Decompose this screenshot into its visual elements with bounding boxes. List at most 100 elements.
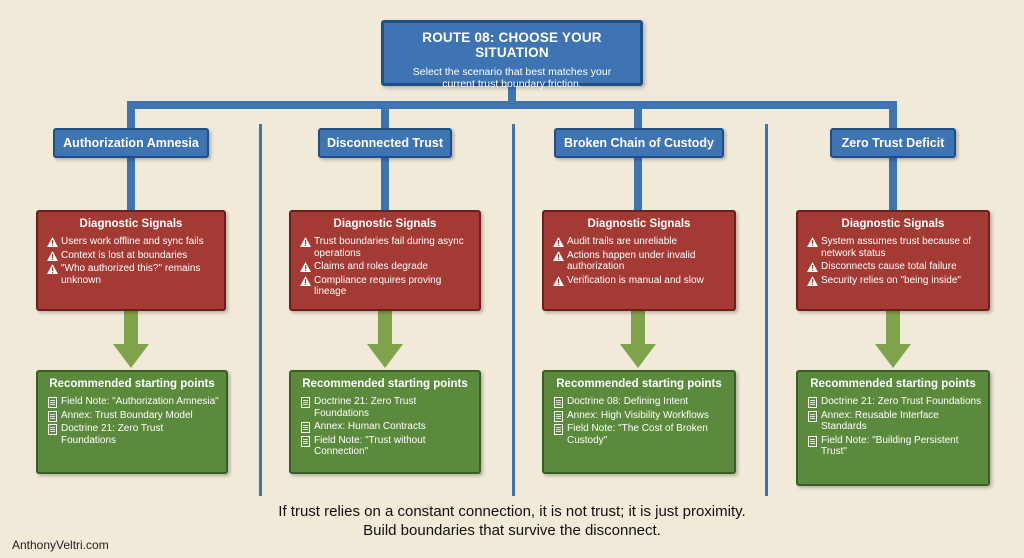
diagnostic-signals-box: Diagnostic Signals Users work offline an… xyxy=(36,210,226,311)
recommendation-link[interactable]: Annex: Human Contracts xyxy=(299,421,473,433)
subtitle-line-2: current trust boundary friction. xyxy=(442,78,582,90)
warning-icon xyxy=(553,237,564,247)
head-to-diag-line-2 xyxy=(381,156,389,212)
closing-quote: If trust relies on a constant connection… xyxy=(0,502,1024,540)
route-header-box: ROUTE 08: CHOOSE YOUR SITUATION Select t… xyxy=(381,20,643,90)
warning-icon xyxy=(300,275,311,286)
recommendation-text: Field Note: "The Cost of Broken Custody" xyxy=(567,423,708,446)
recommendation-text: Annex: Trust Boundary Model xyxy=(61,409,193,421)
signal-item: Compliance requires proving lineage xyxy=(299,275,473,298)
drop-line-3 xyxy=(634,101,642,129)
recommendation-link[interactable]: Field Note: "Building Persistent Trust" xyxy=(806,435,982,458)
signal-text: System assumes trust because of network … xyxy=(821,236,972,259)
recommendation-link[interactable]: Annex: Reusable Interface Standards xyxy=(806,410,982,433)
signal-text: Disconnects cause total failure xyxy=(821,261,957,272)
down-arrow-icon xyxy=(620,310,656,368)
document-icon xyxy=(48,410,57,422)
recommendation-link[interactable]: Doctrine 08: Defining Intent xyxy=(552,396,728,408)
warning-icon xyxy=(47,264,58,274)
recommendation-text: Field Note: "Trust without Connection" xyxy=(314,434,426,458)
scenario-button-authorization-amnesia[interactable]: Authorization Amnesia xyxy=(53,128,209,158)
quote-line-2: Build boundaries that survive the discon… xyxy=(363,522,661,539)
recommended-starting-points-box: Recommended starting points Field Note: … xyxy=(36,370,228,474)
main-stem-line xyxy=(508,86,516,106)
head-to-diag-line-4 xyxy=(889,156,897,212)
document-icon xyxy=(554,410,563,422)
signal-item: Disconnects cause total failure xyxy=(806,261,982,273)
column-separator-1 xyxy=(259,124,262,496)
recommendations-title: Recommended starting points xyxy=(556,378,722,390)
down-arrow-icon xyxy=(367,310,403,368)
recommendation-text: Field Note: "Authorization Amnesia" xyxy=(61,396,219,407)
signal-item: Actions happen under invalid authorizati… xyxy=(552,250,728,273)
head-to-diag-line-3 xyxy=(634,156,642,212)
recommendation-link[interactable]: Annex: Trust Boundary Model xyxy=(46,410,220,422)
column-separator-3 xyxy=(765,124,768,496)
scenario-button-disconnected-trust[interactable]: Disconnected Trust xyxy=(318,128,452,158)
recommendation-text: Doctrine 21: Zero Trust Foundations xyxy=(314,396,417,419)
recommendation-link[interactable]: Field Note: "The Cost of Broken Custody" xyxy=(552,423,728,446)
diagnostic-signals-box: Diagnostic Signals System assumes trust … xyxy=(796,210,990,311)
recommendation-link[interactable]: Doctrine 21: Zero Trust Foundations xyxy=(806,396,982,408)
signal-text: Compliance requires proving lineage xyxy=(314,274,442,298)
recommendation-text: Field Note: "Building Persistent Trust" xyxy=(821,434,959,458)
page-subtitle: Select the scenario that best matches yo… xyxy=(400,66,624,90)
recommendation-link[interactable]: Field Note: "Trust without Connection" xyxy=(299,435,473,458)
signal-text: Claims and roles degrade xyxy=(314,261,428,272)
down-arrow-icon xyxy=(113,310,149,368)
signal-item: Verification is manual and slow xyxy=(552,275,728,287)
signal-item: Context is lost at boundaries xyxy=(46,250,218,262)
recommended-starting-points-box: Recommended starting points Doctrine 08:… xyxy=(542,370,736,474)
document-icon xyxy=(301,422,310,433)
recommendation-text: Annex: Reusable Interface Standards xyxy=(821,409,939,433)
signal-item: "Who authorized this?" remains unknown xyxy=(46,263,218,286)
document-icon xyxy=(808,397,817,408)
diagnostic-title: Diagnostic Signals xyxy=(333,218,437,230)
recommendation-text: Annex: Human Contracts xyxy=(314,421,426,432)
warning-icon xyxy=(807,262,818,272)
diagnostic-title: Diagnostic Signals xyxy=(841,218,945,230)
signal-item: Security relies on "being inside" xyxy=(806,275,982,287)
diagnostic-signals-box: Diagnostic Signals Trust boundaries fail… xyxy=(289,210,481,311)
diagnostic-title: Diagnostic Signals xyxy=(79,218,183,230)
document-icon xyxy=(808,435,817,447)
document-icon xyxy=(48,424,57,435)
document-icon xyxy=(554,424,563,435)
scenario-button-zero-trust-deficit[interactable]: Zero Trust Deficit xyxy=(830,128,956,158)
horizontal-bus-line xyxy=(127,101,897,109)
drop-line-2 xyxy=(381,101,389,129)
signal-text: "Who authorized this?" remains unknown xyxy=(61,263,201,286)
warning-icon xyxy=(47,250,58,261)
diagnostic-title: Diagnostic Signals xyxy=(587,218,691,230)
warning-icon xyxy=(553,250,564,261)
document-icon xyxy=(301,397,310,408)
recommendation-link[interactable]: Field Note: "Authorization Amnesia" xyxy=(46,396,220,408)
scenario-button-broken-chain-of-custody[interactable]: Broken Chain of Custody xyxy=(554,128,724,158)
signal-text: Security relies on "being inside" xyxy=(821,274,961,286)
recommendation-link[interactable]: Annex: High Visibility Workflows xyxy=(552,410,728,422)
recommendation-text: Doctrine 21: Zero Trust Foundations xyxy=(61,423,164,446)
signal-item: Claims and roles degrade xyxy=(299,261,473,273)
signal-text: Audit trails are unreliable xyxy=(567,236,678,247)
recommended-starting-points-box: Recommended starting points Doctrine 21:… xyxy=(289,370,481,474)
site-link[interactable]: AnthonyVeltri.com xyxy=(12,538,109,552)
warning-icon xyxy=(300,262,311,272)
recommendation-text: Doctrine 08: Defining Intent xyxy=(567,396,689,407)
warning-icon xyxy=(553,275,564,286)
recommendation-link[interactable]: Doctrine 21: Zero Trust Foundations xyxy=(299,396,473,419)
warning-icon xyxy=(807,275,818,286)
drop-line-1 xyxy=(127,101,135,129)
warning-icon xyxy=(47,237,58,247)
recommendation-text: Annex: High Visibility Workflows xyxy=(567,409,709,421)
signal-text: Actions happen under invalid authorizati… xyxy=(567,249,696,273)
head-to-diag-line-1 xyxy=(127,156,135,212)
recommendation-link[interactable]: Doctrine 21: Zero Trust Foundations xyxy=(46,423,220,446)
drop-line-4 xyxy=(889,101,897,129)
page-title: ROUTE 08: CHOOSE YOUR SITUATION xyxy=(422,30,602,60)
recommendations-title: Recommended starting points xyxy=(49,378,215,390)
signal-text: Users work offline and sync fails xyxy=(61,236,204,247)
signal-item: Users work offline and sync fails xyxy=(46,236,218,248)
document-icon xyxy=(554,397,563,408)
